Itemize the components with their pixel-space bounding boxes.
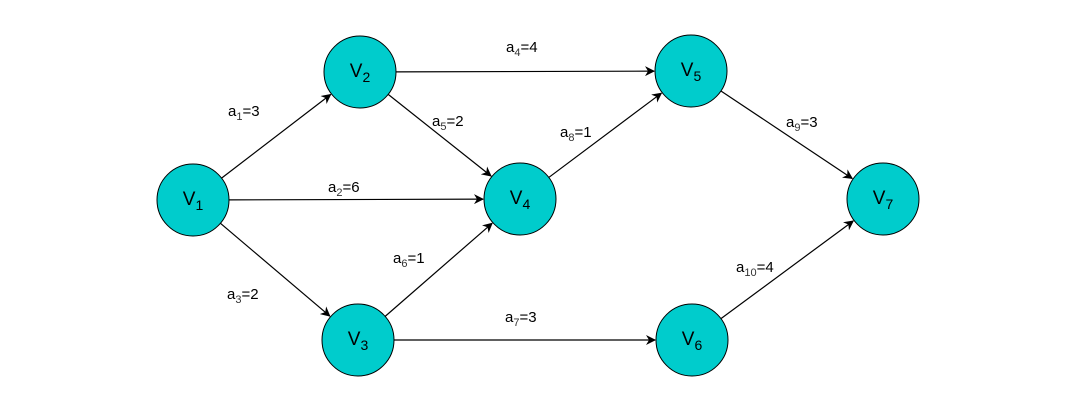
edge-label-a4: a4=4 [506, 39, 538, 59]
edge-label-a3: a3=2 [227, 286, 259, 306]
node-v7-label: V7 [873, 188, 894, 212]
edge-label-a8: a8=1 [560, 124, 592, 144]
edge-label-a6: a6=1 [393, 250, 425, 270]
edge-label-a10: a10=4 [736, 259, 774, 279]
node-v3-label: V3 [348, 329, 369, 353]
edge-label-a5: a5=2 [432, 113, 464, 133]
edge-a4[interactable] [395, 66, 656, 77]
node-v7-circle [846, 162, 920, 236]
edge-a2[interactable] [228, 194, 485, 205]
node-v1-circle [156, 163, 230, 237]
edge-label-a7: a7=3 [505, 309, 537, 329]
node-v1-label: V1 [183, 189, 204, 213]
node-v6[interactable]: V6 [655, 303, 729, 377]
node-v1[interactable]: V1 [156, 163, 230, 237]
node-v3[interactable]: V3 [321, 303, 395, 377]
edge-a1[interactable] [221, 93, 332, 179]
node-v2-label: V2 [350, 61, 371, 85]
edge-a3[interactable] [220, 222, 331, 317]
node-v4-label: V4 [510, 188, 531, 212]
edges-layer [220, 66, 855, 345]
edge-a9[interactable] [720, 90, 854, 180]
node-v2[interactable]: V2 [323, 35, 397, 109]
node-v4-circle [483, 162, 557, 236]
node-v2-circle [323, 35, 397, 109]
node-v5[interactable]: V5 [654, 34, 728, 108]
edge-a5[interactable] [387, 93, 492, 177]
node-v6-label: V6 [682, 329, 703, 353]
edge-labels-layer: a1=3 a2=6 a3=2 a4=4 a5=2 a6=1 a7=3 a8=1 … [227, 39, 818, 329]
edge-label-a2: a2=6 [328, 179, 360, 199]
edge-label-a1: a1=3 [228, 103, 260, 123]
edge-a10[interactable] [720, 220, 855, 320]
node-v5-circle [654, 34, 728, 108]
node-v4[interactable]: V4 [483, 162, 557, 236]
edge-a8[interactable] [548, 92, 663, 178]
nodes-layer: V1 V2 V3 V4 V5 V6 V7 [156, 34, 920, 377]
node-v6-circle [655, 303, 729, 377]
node-v5-label: V5 [681, 60, 702, 84]
node-v3-circle [321, 303, 395, 377]
edge-label-a9: a9=3 [786, 114, 818, 134]
edge-a6[interactable] [384, 222, 493, 317]
node-v7[interactable]: V7 [846, 162, 920, 236]
